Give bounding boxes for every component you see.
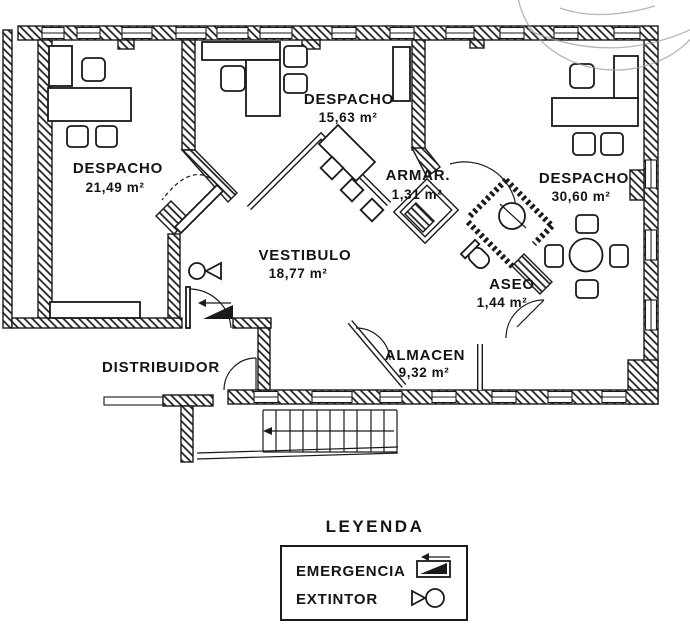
emergency-light-icon [416,553,451,578]
washbasin [498,202,527,230]
legend-item-emergencia: EMERGENCIA [296,563,406,580]
round-table [568,237,604,273]
distribuidor-door-1 [185,286,232,329]
room-area-vestibulo: 18,77 m² [269,266,328,281]
room-label-almacen: ALMACEN [385,347,466,364]
legend-title: LEYENDA [326,517,425,536]
extinguisher-symbol [188,261,222,281]
room-label-armario: ARMAR. [386,167,451,184]
armario-walls [392,177,460,245]
doors [161,161,545,391]
extinguisher-icon [411,588,445,608]
circular-stamp [517,0,690,71]
interior-walls [11,39,555,463]
room-label-despacho2: DESPACHO [304,91,394,108]
legend-item-extintor: EXTINTOR [296,591,378,608]
bay-wall [246,131,392,211]
toilet [459,238,491,270]
emergency-light-symbol [198,299,233,319]
despacho3-furniture [544,55,639,299]
despacho2-furniture [201,41,411,117]
despacho1-furniture [47,45,141,319]
room-label-despacho1: DESPACHO [73,160,163,177]
distribuidor-door-2 [223,357,257,391]
top-wall-windows [41,26,641,40]
room-area-armario: 1,31 m² [392,187,443,202]
despacho3-upper-door [449,161,517,207]
bottom-wall-windows [253,390,627,404]
aseo-fixtures [459,202,527,270]
room-label-distribuidor: DISTRIBUIDOR [102,359,220,376]
aseo-walls [465,177,555,295]
room-label-vestibulo: VESTIBULO [258,247,351,264]
despacho1-door [161,173,225,235]
room-area-almacen: 9,32 m² [399,365,450,380]
legend: LEYENDA EMERGENCIA EXTINTOR [280,517,468,621]
stair-direction-arrow [263,427,394,435]
room-label-despacho3: DESPACHO [539,170,629,187]
room-area-despacho2: 15,63 m² [319,110,378,125]
despacho3-lower-door [505,299,545,339]
room-area-aseo: 1,44 m² [477,295,528,310]
staircase [196,409,399,460]
right-wall-windows [644,159,658,331]
almacen-door [355,327,391,361]
room-area-despacho1: 21,49 m² [86,180,145,195]
room-area-despacho3: 30,60 m² [552,189,611,204]
exterior-walls [2,25,659,405]
room-label-aseo: ASEO [489,276,535,293]
vestibulo-furniture [317,123,385,223]
almacen-walls [347,320,483,390]
